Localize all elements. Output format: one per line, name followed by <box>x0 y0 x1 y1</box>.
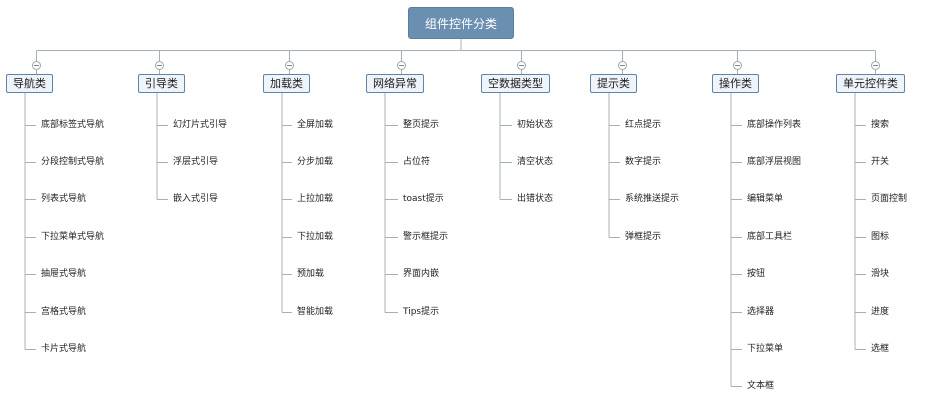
collapse-toggle-icon[interactable] <box>285 61 294 70</box>
leaf-node[interactable]: 下拉菜单式导航 <box>41 232 105 242</box>
leaf-node[interactable]: 选择器 <box>747 307 775 317</box>
leaf-node[interactable]: 下拉菜单 <box>747 344 784 354</box>
leaf-node[interactable]: Tips提示 <box>403 307 440 317</box>
category-unit-control[interactable]: 单元控件类 <box>836 74 905 93</box>
leaf-node[interactable]: 占位符 <box>403 157 431 167</box>
leaf-node[interactable]: 警示框提示 <box>403 232 449 242</box>
collapse-toggle-icon[interactable] <box>397 61 406 70</box>
leaf-node[interactable]: 底部工具栏 <box>747 232 793 242</box>
leaf-node[interactable]: 图标 <box>871 232 890 242</box>
leaf-node[interactable]: 智能加载 <box>297 307 334 317</box>
collapse-toggle-icon[interactable] <box>155 61 164 70</box>
collapse-toggle-icon[interactable] <box>517 61 526 70</box>
collapse-toggle-icon[interactable] <box>618 61 627 70</box>
category-navigation[interactable]: 导航类 <box>6 74 53 93</box>
leaf-node[interactable]: 选框 <box>871 344 890 354</box>
leaf-node[interactable]: 编辑菜单 <box>747 194 784 204</box>
category-guide[interactable]: 引导类 <box>138 74 185 93</box>
leaf-node[interactable]: 卡片式导航 <box>41 344 87 354</box>
leaf-node[interactable]: 出错状态 <box>517 194 554 204</box>
leaf-node[interactable]: 清空状态 <box>517 157 554 167</box>
collapse-toggle-icon[interactable] <box>871 61 880 70</box>
leaf-node[interactable]: 分步加载 <box>297 157 334 167</box>
leaf-node[interactable]: 底部操作列表 <box>747 120 802 130</box>
leaf-node[interactable]: 下拉加载 <box>297 232 334 242</box>
leaf-node[interactable]: 弹框提示 <box>625 232 662 242</box>
leaf-node[interactable]: 搜索 <box>871 120 890 130</box>
leaf-node[interactable]: 上拉加载 <box>297 194 334 204</box>
leaf-node[interactable]: 整页提示 <box>403 120 440 130</box>
category-loading[interactable]: 加载类 <box>263 74 310 93</box>
leaf-node[interactable]: 滑块 <box>871 269 890 279</box>
leaf-node[interactable]: 全屏加载 <box>297 120 334 130</box>
leaf-node[interactable]: 初始状态 <box>517 120 554 130</box>
leaf-node[interactable]: 预加载 <box>297 269 325 279</box>
leaf-node[interactable]: 进度 <box>871 307 890 317</box>
leaf-node[interactable]: 列表式导航 <box>41 194 87 204</box>
leaf-node[interactable]: 文本框 <box>747 381 775 391</box>
leaf-node[interactable]: 开关 <box>871 157 890 167</box>
leaf-node[interactable]: 浮层式引导 <box>173 157 219 167</box>
leaf-node[interactable]: 按钮 <box>747 269 766 279</box>
collapse-toggle-icon[interactable] <box>733 61 742 70</box>
leaf-node[interactable]: 红点提示 <box>625 120 662 130</box>
leaf-node[interactable]: 界面内嵌 <box>403 269 440 279</box>
leaf-node[interactable]: 底部浮层视图 <box>747 157 802 167</box>
leaf-node[interactable]: 宫格式导航 <box>41 307 87 317</box>
category-empty-data[interactable]: 空数据类型 <box>481 74 550 93</box>
category-network-error[interactable]: 网络异常 <box>366 74 424 93</box>
category-prompt[interactable]: 提示类 <box>590 74 637 93</box>
collapse-toggle-icon[interactable] <box>32 61 41 70</box>
leaf-node[interactable]: 幻灯片式引导 <box>173 120 228 130</box>
leaf-node[interactable]: 页面控制 <box>871 194 908 204</box>
root-node[interactable]: 组件控件分类 <box>408 7 514 39</box>
leaf-node[interactable]: 抽屉式导航 <box>41 269 87 279</box>
category-operation[interactable]: 操作类 <box>712 74 759 93</box>
leaf-node[interactable]: 数字提示 <box>625 157 662 167</box>
leaf-node[interactable]: 嵌入式引导 <box>173 194 219 204</box>
leaf-node[interactable]: 底部标签式导航 <box>41 120 105 130</box>
leaf-node[interactable]: 系统推送提示 <box>625 194 680 204</box>
leaf-node[interactable]: 分段控制式导航 <box>41 157 105 167</box>
leaf-node[interactable]: toast提示 <box>403 194 444 204</box>
